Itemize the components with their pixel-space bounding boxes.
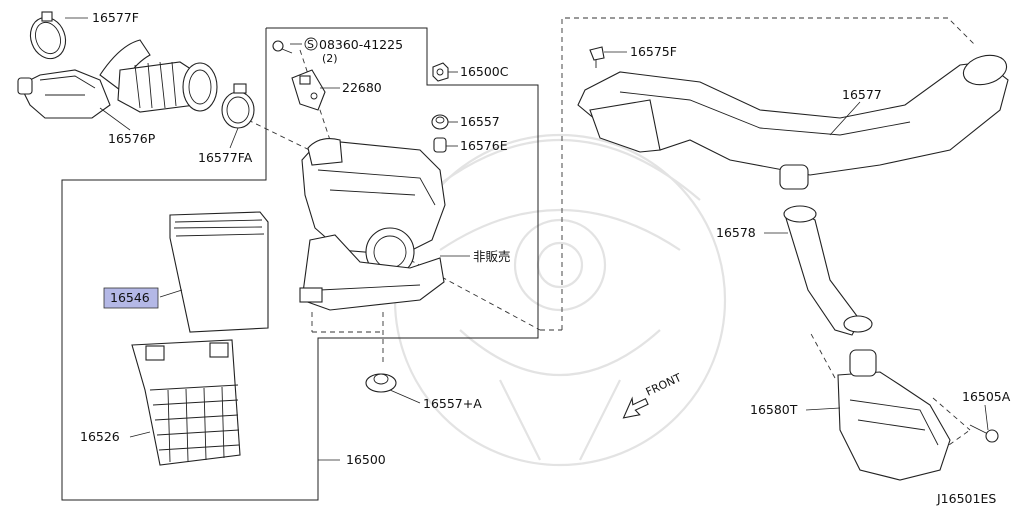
callout-22680[interactable]: 22680 <box>342 80 382 95</box>
callout-16577f[interactable]: 16577F <box>92 10 139 25</box>
intake-duct-16577 <box>577 54 1009 190</box>
hose-16578 <box>783 205 873 336</box>
callout-08360-label: 08360-41225 <box>319 37 403 52</box>
front-label: FRONT <box>644 371 684 399</box>
front-arrow-icon <box>622 396 649 419</box>
air-cleaner-lower <box>299 234 445 311</box>
callout-16578[interactable]: 16578 <box>716 225 756 240</box>
callout-16580t[interactable]: 16580T <box>750 402 798 417</box>
leader-lines <box>65 17 989 461</box>
clamp-16577fa <box>221 83 255 129</box>
callout-08360-qty: (2) <box>322 52 338 65</box>
callout-16576e[interactable]: 16576E <box>460 138 508 153</box>
callout-16500[interactable]: 16500 <box>346 452 386 467</box>
callout-16500c[interactable]: 16500C <box>460 64 509 79</box>
watermark-emblem <box>393 133 727 467</box>
callout-16526[interactable]: 16526 <box>80 429 120 444</box>
bolt-16505a <box>969 424 999 443</box>
callout-08360-41225[interactable]: S 08360-41225 (2) <box>304 37 403 65</box>
callout-16576p[interactable]: 16576P <box>108 131 156 146</box>
callout-highlight-16546 <box>103 287 159 309</box>
callout-not-sold: 非販売 <box>473 249 511 264</box>
filter-cover-16526 <box>131 339 241 466</box>
callout-16546[interactable]: 16546 <box>110 290 150 305</box>
filter-element-16546 <box>169 211 269 333</box>
grommet-16500c <box>432 62 449 82</box>
collar-16576e <box>433 137 447 153</box>
assembly-frame <box>61 27 539 501</box>
svg-text:S: S <box>307 38 314 51</box>
callout-16575f[interactable]: 16575F <box>630 44 677 59</box>
clamp-16577f <box>29 11 67 60</box>
resonator-16576p <box>17 39 218 119</box>
grommet-16557 <box>431 114 449 130</box>
callout-16505a[interactable]: 16505A <box>962 389 1011 404</box>
diagram-code: J16501ES <box>936 491 996 506</box>
callout-16577fa[interactable]: 16577FA <box>198 150 253 165</box>
resonator-16580t <box>837 349 951 481</box>
callout-16557a[interactable]: 16557+A <box>423 396 482 411</box>
callout-16557[interactable]: 16557 <box>460 114 500 129</box>
clip-16575f <box>589 46 605 68</box>
sensor-22680 <box>291 69 326 111</box>
grommet-16557a <box>365 373 397 393</box>
callout-16577[interactable]: 16577 <box>842 87 882 102</box>
bolt-08360 <box>272 40 293 54</box>
